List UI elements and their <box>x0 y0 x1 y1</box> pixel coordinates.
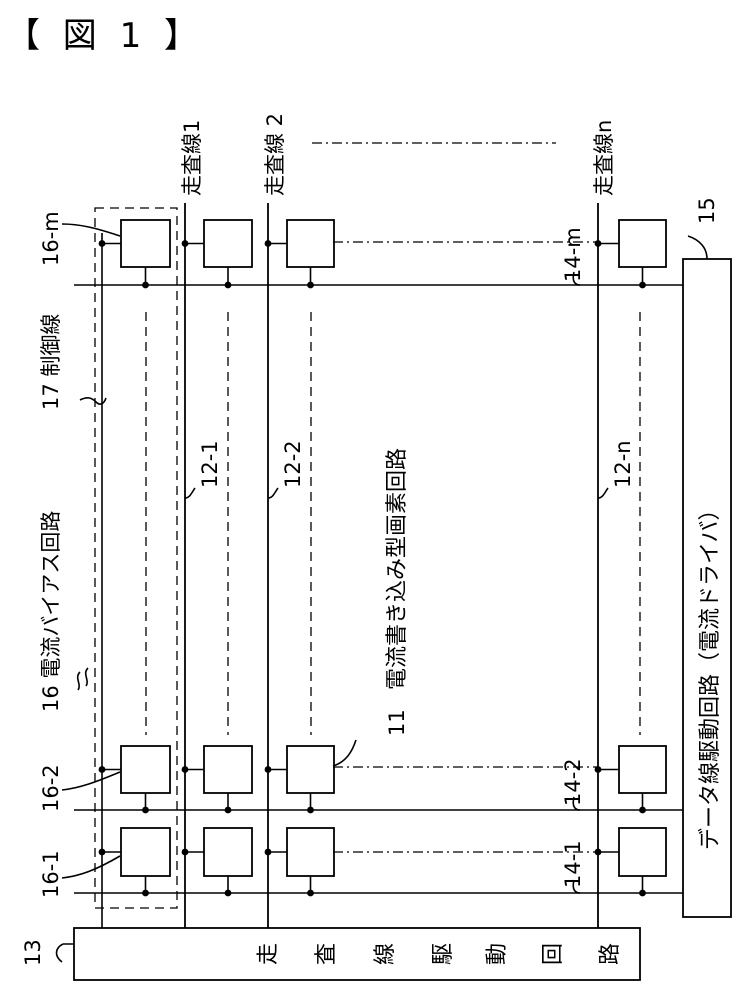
pixel-circuit-box <box>619 220 666 267</box>
pixel-circuit-box <box>619 828 666 876</box>
pixel-circuit-box <box>287 746 334 793</box>
bias-circuit-label: 16 電流バイアス回路 <box>39 511 63 712</box>
scan-line-labels: 走査線1 走査線 2 走査線n <box>180 113 616 196</box>
bias-circuit-box <box>121 746 170 793</box>
data-line-14-m-label: 14-m <box>561 227 585 282</box>
data-driver-label: データ線駆動回路（電流ドライバ） <box>698 498 723 850</box>
bias-circuit-box <box>121 220 170 267</box>
pixel-circuit-ref: 11 <box>385 709 409 736</box>
pixel-circuit-box <box>287 828 334 876</box>
pixel-circuit-box <box>204 746 252 793</box>
control-line-label-group: 17 制御線 <box>39 314 106 410</box>
pixel-circuit-label-group: 11 電流書き込み型画素回路 <box>333 448 410 766</box>
scan-driver-char: 路 <box>598 943 623 965</box>
scan-line-n-label: 走査線n <box>592 120 616 196</box>
pixel-circuit-name: 電流書き込み型画素回路 <box>385 448 410 690</box>
bias-circuit-enclosure <box>95 208 177 908</box>
data-line-driver: データ線駆動回路（電流ドライバ） 15 <box>683 197 731 917</box>
data-line-14-2-label: 14-2 <box>561 758 585 806</box>
scan-line-2-label: 走査線 2 <box>263 113 287 196</box>
scan-driver-ref: 13 <box>21 939 45 966</box>
data-line-14-1-label: 14-1 <box>561 840 585 888</box>
pixel-circuit-box <box>619 746 666 793</box>
data-driver-ref: 15 <box>695 197 719 224</box>
pixel-circuit-box <box>287 220 334 267</box>
control-line-label: 17 制御線 <box>39 314 63 410</box>
column-label-12-2: 12-2 <box>281 440 305 488</box>
scan-driver-char: 動 <box>485 943 510 965</box>
scan-driver-char: 線 <box>373 943 398 965</box>
data-line-labels: 14-1 14-2 14-m <box>561 227 585 893</box>
bias-16-m-label: 16-m <box>39 211 63 266</box>
bias-16-1-label: 16-1 <box>39 850 63 898</box>
scan-driver-char: 査 <box>314 943 339 965</box>
scan-driver-char: 回 <box>541 943 566 965</box>
scan-line-1-label: 走査線1 <box>180 120 204 196</box>
pixel-circuit-box <box>204 828 252 876</box>
column-labels: 12-1 12-2 12-n <box>185 440 635 498</box>
bias-circuit-box <box>121 828 170 876</box>
bias-16-2-label: 16-2 <box>39 764 63 812</box>
scan-driver-char: 駆 <box>431 943 456 965</box>
column-label-12-1: 12-1 <box>198 440 222 488</box>
scan-driver-char: 走 <box>256 943 281 965</box>
scan-line-driver: 13 走 査 線 駆 動 回 路 <box>21 928 640 980</box>
pixel-circuit-box <box>204 220 252 267</box>
data-lines <box>74 285 683 893</box>
column-label-12-n: 12-n <box>611 440 635 488</box>
